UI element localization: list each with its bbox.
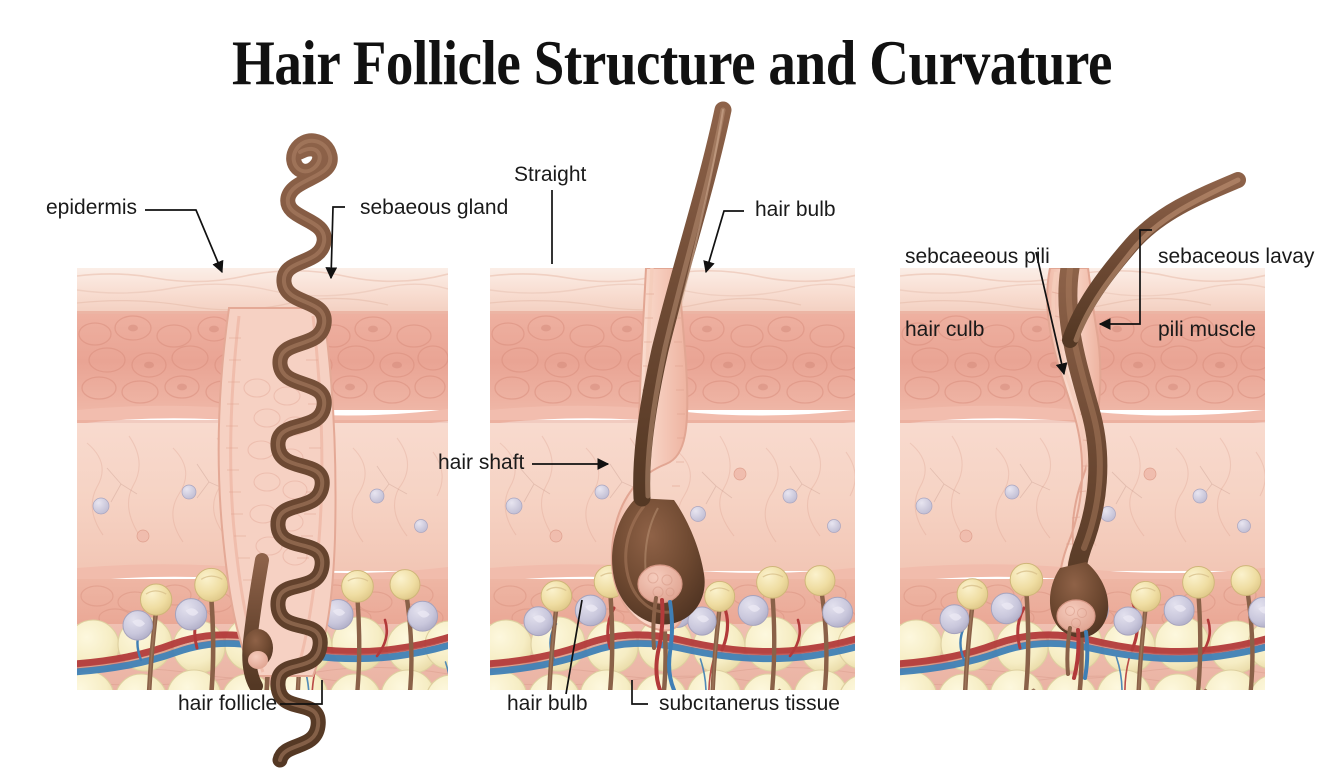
- curly-hair-bulb: [242, 553, 273, 690]
- leader-hair-bulb-bottom: [565, 599, 583, 695]
- label-hair-follicle: hair follicle: [178, 692, 278, 715]
- wavy-hair-shaft: [1062, 172, 1246, 348]
- leader-sebaceous-gland: [325, 206, 345, 280]
- label-sebaceous-pili: sebcaeeous pili hair culb: [905, 196, 1050, 391]
- leader-subcutaneous-tissue: [631, 680, 648, 705]
- leader-hair-bulb-top: [703, 210, 744, 274]
- straight-bulb: [612, 498, 705, 690]
- page-title: Hair Follicle Structure and Curvature: [232, 27, 1112, 98]
- label-hair-bulb-top: hair bulb: [755, 198, 836, 221]
- label-straight: Straight: [514, 163, 587, 186]
- leader-hair-follicle: [280, 680, 323, 705]
- leader-lines: [145, 190, 1152, 705]
- label-arrector-pili-line2: pili muscle: [1158, 317, 1257, 341]
- panel-straight: [490, 101, 855, 690]
- leader-sebaceous-pili: [1035, 251, 1068, 376]
- label-hair-bulb-bottom: hair bulb: [507, 692, 588, 715]
- label-epidermis: epidermis: [46, 196, 138, 219]
- label-arrector-pili: sebaceous lavay pili muscle: [1158, 196, 1314, 391]
- label-sebaceous-pili-line1: sebcaeeous pili: [905, 244, 1050, 268]
- panel-curly: [77, 133, 448, 768]
- label-subcutaneous-tissue: subcıtanerus tissue: [659, 692, 840, 715]
- leader-epidermis: [145, 209, 224, 274]
- curly-hair-shaft: [270, 133, 338, 768]
- straight-hair-shaft: [633, 101, 732, 507]
- label-sebaceous-pili-line2: hair culb: [905, 317, 985, 341]
- leader-arrector-pili: [1098, 229, 1152, 330]
- label-hair-shaft: hair shaft: [438, 451, 525, 474]
- label-sebaceous-gland: sebaeous gland: [360, 196, 509, 219]
- label-arrector-pili-line1: sebaceous lavay: [1158, 244, 1315, 268]
